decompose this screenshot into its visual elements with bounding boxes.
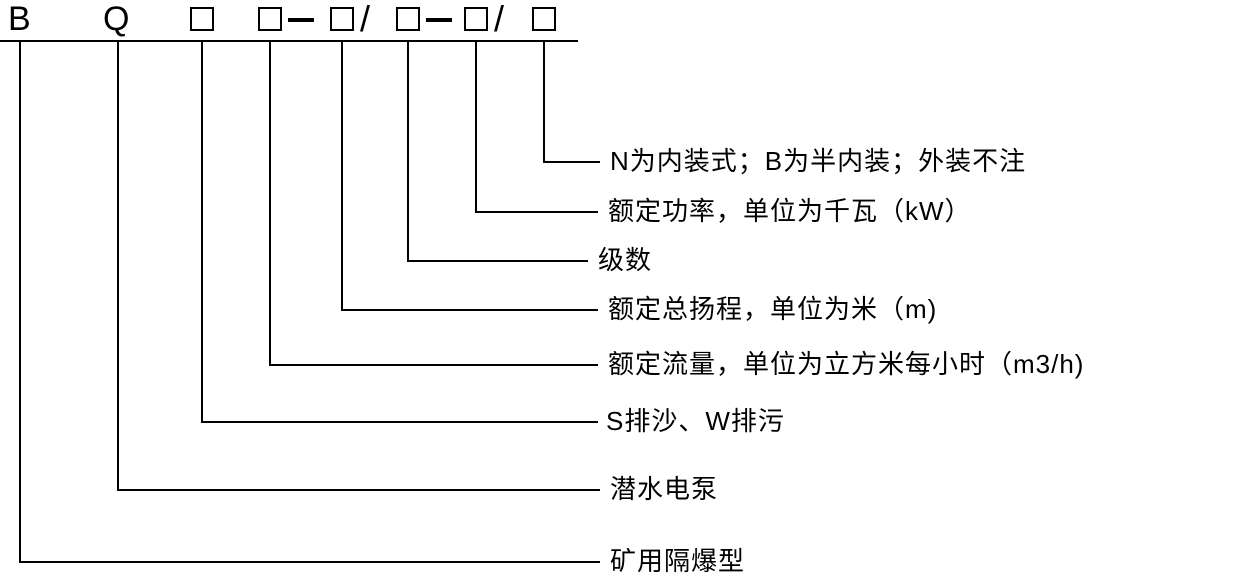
code-letter-q: Q xyxy=(103,0,130,38)
code-box-rated-power xyxy=(464,7,488,31)
leader-vline-stages xyxy=(407,40,409,262)
leader-vline-rated-head xyxy=(341,40,343,311)
leader-vline-rated-power xyxy=(475,40,477,213)
label-submersible-pump: 潜水电泵 xyxy=(610,474,719,504)
code-underline xyxy=(0,40,578,42)
label-installation-type: N为内装式；B为半内装；外装不注 xyxy=(610,146,1027,176)
label-rated-head: 额定总扬程，单位为米（m) xyxy=(608,294,938,324)
code-box-rated-head xyxy=(330,7,354,31)
leader-hline-rated-head xyxy=(341,309,598,311)
label-rated-flow: 额定流量，单位为立方米每小时（m3/h) xyxy=(608,349,1085,379)
leader-vline-sand-sewage xyxy=(201,40,203,423)
leader-vline-rated-flow xyxy=(269,40,271,366)
leader-hline-rated-power xyxy=(475,211,598,213)
leader-hline-stages xyxy=(407,260,588,262)
label-stages: 级数 xyxy=(598,245,653,275)
dash-separator-1 xyxy=(288,18,314,22)
leader-vline-submersible-pump xyxy=(117,40,119,491)
label-mine-explosion-proof: 矿用隔爆型 xyxy=(610,546,746,576)
slash-separator-2: / xyxy=(494,0,505,39)
leader-vline-installation xyxy=(543,40,545,163)
code-box-stages xyxy=(396,7,420,31)
code-box-rated-flow xyxy=(258,7,282,31)
leader-hline-mine-explosion-proof xyxy=(19,561,600,563)
label-rated-power: 额定功率，单位为千瓦（kW） xyxy=(608,196,972,226)
dash-separator-2 xyxy=(426,18,452,22)
code-box-installation xyxy=(532,7,556,31)
code-box-pump-type xyxy=(190,7,214,31)
code-letter-b: B xyxy=(8,0,31,38)
leader-hline-submersible-pump xyxy=(117,489,600,491)
slash-separator-1: / xyxy=(360,0,371,39)
leader-hline-rated-flow xyxy=(269,364,598,366)
label-sand-sewage: S排沙、W排污 xyxy=(606,406,785,436)
leader-vline-mine-explosion-proof xyxy=(19,40,21,563)
leader-hline-sand-sewage xyxy=(201,421,598,423)
leader-hline-installation xyxy=(543,161,600,163)
